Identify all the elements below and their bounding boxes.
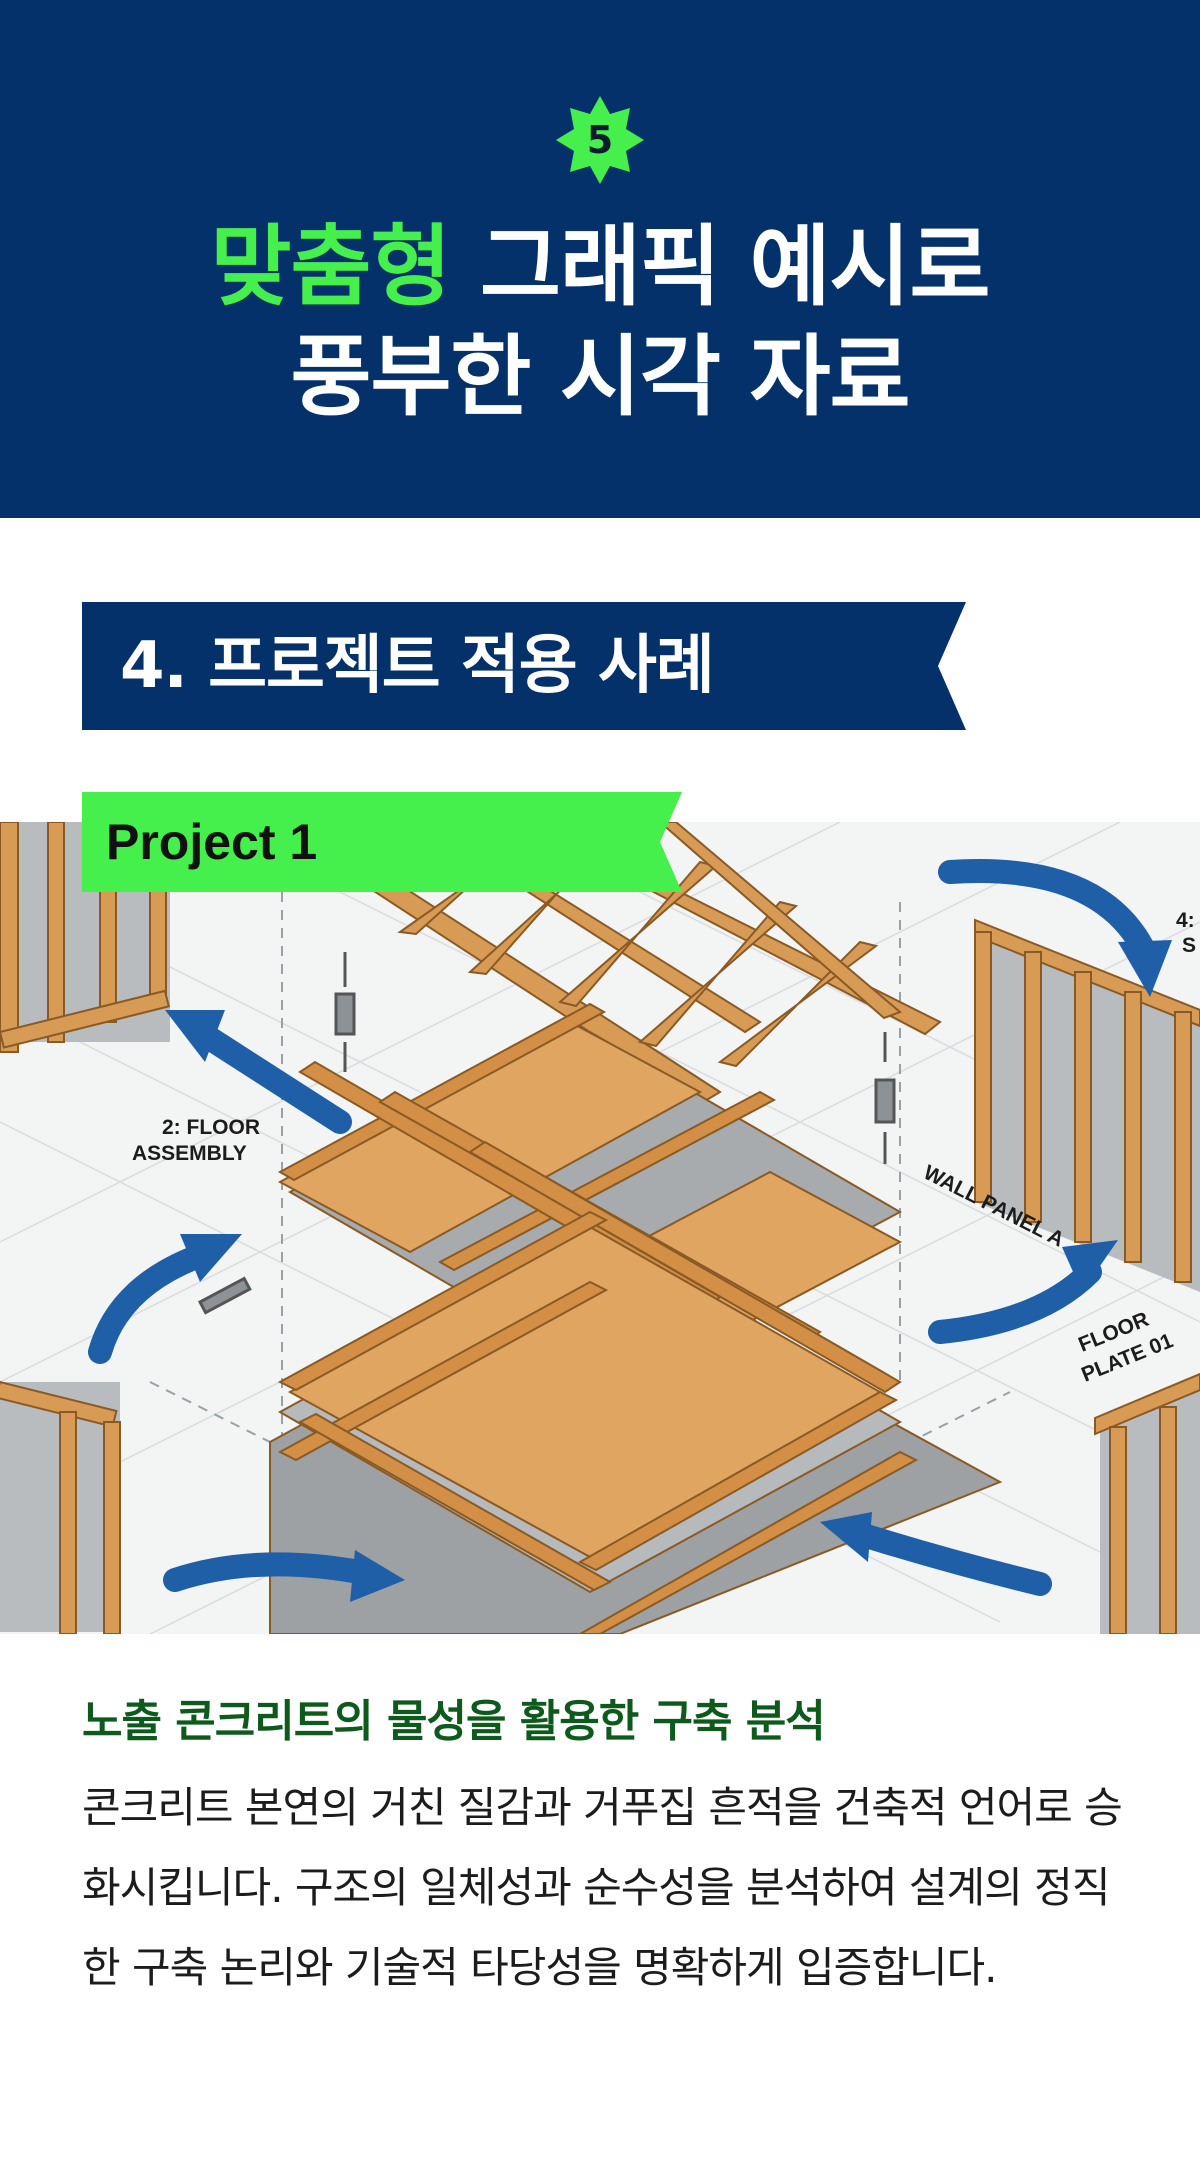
section-banner: 4. 프로젝트 적용 사례 [82, 602, 966, 730]
hero-title: 맞춤형 그래픽 예시로 풍부한 시각 자료 [0, 212, 1200, 432]
arrow-heads [165, 940, 1172, 1602]
project-tag-shape [82, 792, 682, 892]
hero-title-line1-rest: 그래픽 예시로 [450, 215, 990, 318]
content-heading: 노출 콘크리트의 물성을 활용한 구축 분석 [82, 1696, 826, 1747]
figure-label-floor-1: 2: FLOOR [162, 1116, 260, 1139]
step-badge: 5 [554, 94, 646, 186]
hero-title-line2: 풍부한 시각 자료 [290, 325, 911, 428]
content-body: 콘크리트 본연의 거친 질감과 거푸집 흔적을 건축적 언어로 승화시킵니다. … [82, 1783, 1123, 1992]
section-title: 4. 프로젝트 적용 사례 [120, 629, 715, 703]
figure-label-corner-1: 4: [1176, 909, 1195, 932]
project-tag: Project 1 [82, 792, 682, 892]
star-badge-icon [556, 96, 644, 184]
figure-label-floor-2: ASSEMBLY [132, 1142, 247, 1165]
figure-label-corner-2: S [1182, 934, 1196, 957]
hardware-fasteners [197, 952, 896, 1315]
project-title: Project 1 [106, 814, 318, 870]
right-wall-frame [974, 918, 1200, 1634]
hero-header: 5 맞춤형 그래픽 예시로 풍부한 시각 자료 [0, 0, 1200, 518]
project-illustration: 2: FLOOR ASSEMBLY WALL PANEL A FLOOR PLA… [0, 822, 1200, 1634]
step-number: 5 [586, 118, 614, 162]
left-wall-frame [0, 822, 171, 1634]
hero-title-highlight: 맞춤형 [210, 215, 452, 318]
banner-ribbon-shape [82, 602, 966, 730]
flow-arrows [88, 859, 1157, 1596]
hero-title-line1: 맞춤형 그래픽 예시로 [0, 212, 1200, 322]
lower-floor-assembly [269, 1210, 1003, 1634]
